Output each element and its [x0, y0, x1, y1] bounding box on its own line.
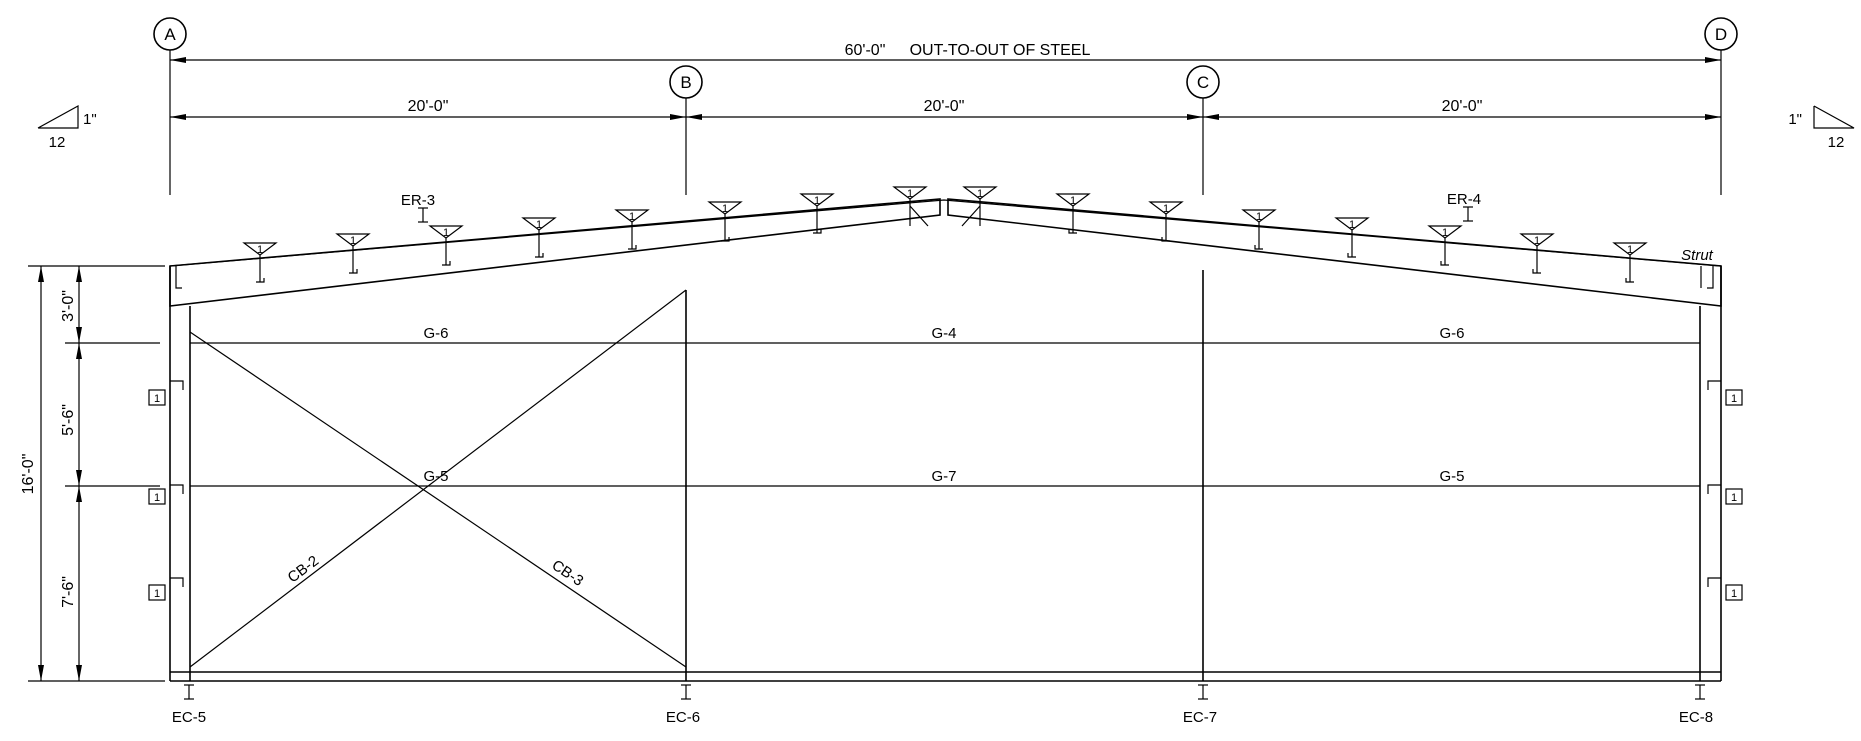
purlin-marker: 1 [614, 209, 650, 250]
base-line [170, 671, 1721, 682]
grid-extension-lines [169, 50, 1722, 195]
eave-strut-left [175, 266, 182, 289]
svg-text:1: 1 [1349, 219, 1355, 231]
rafter-label-er3: ER-3 [401, 192, 435, 209]
height-dimension-3: 7'-6" [60, 576, 77, 608]
rafter-mark-er4: ER-4 [1447, 191, 1481, 222]
svg-text:1: 1 [1731, 588, 1737, 600]
purlin-marker: 1 [521, 217, 557, 258]
svg-text:1: 1 [154, 492, 160, 504]
purlin-marker: 1 [428, 225, 464, 266]
overall-dimension-note: OUT-TO-OUT OF STEEL [910, 42, 1091, 59]
rafter-right [947, 198, 1722, 307]
purlin-marker: 1 [961, 186, 998, 227]
girt-label: G-6 [423, 325, 448, 342]
purlin-marker: 1 [1334, 217, 1370, 258]
svg-text:1: 1 [722, 203, 728, 215]
girt-label: G-7 [931, 468, 956, 485]
height-dimension-2: 5'-6" [60, 404, 77, 436]
purlin-marker: 1 [707, 201, 743, 242]
purlins-right: 1 1 1 1 1 1 1 1 [961, 186, 1648, 283]
grid-bubble-a: A [153, 17, 187, 51]
svg-text:1: 1 [1534, 235, 1540, 247]
purlin-marker: 1 [892, 186, 929, 227]
purlin-marker: 1 [242, 242, 278, 283]
column-mark-ec8: EC-8 [1679, 684, 1713, 726]
svg-text:1: 1 [1256, 211, 1262, 223]
column-mark-ec5: EC-5 [172, 684, 206, 726]
slope-left-rise: 1" [83, 111, 97, 128]
vertical-dimensions: 16'-0" 3'-0" 5'-6" 7'-6" [20, 265, 165, 682]
purlin-marker: 1 [799, 193, 835, 234]
bay-dimensions: 20'-0" 20'-0" 20'-0" [170, 98, 1721, 120]
height-dimension-1: 3'-0" [60, 290, 77, 322]
girt-label: G-5 [1439, 468, 1464, 485]
height-dimension-total: 16'-0" [20, 454, 37, 495]
grid-label-a: A [164, 25, 176, 44]
svg-text:1: 1 [1070, 195, 1076, 207]
svg-text:1: 1 [443, 227, 449, 239]
purlin-marker: 1 [1055, 193, 1091, 234]
grid-bubble-d: D [1704, 17, 1738, 51]
svg-text:1: 1 [1442, 227, 1448, 239]
purlins-left: 1 1 1 1 1 1 1 1 [242, 186, 929, 283]
svg-text:1: 1 [814, 195, 820, 207]
rafter-label-er4: ER-4 [1447, 191, 1481, 208]
grid-label-d: D [1715, 25, 1727, 44]
grid-label-b: B [680, 73, 691, 92]
eave-strut-right [1700, 266, 1714, 289]
slope-right-rise: 1" [1788, 111, 1802, 128]
rafter-mark-er3: ER-3 [401, 192, 435, 223]
svg-text:1: 1 [257, 244, 263, 256]
column-label-ec5: EC-5 [172, 709, 206, 726]
svg-text:1: 1 [536, 219, 542, 231]
overall-dimension: 60'-0" OUT-TO-OUT OF STEEL [170, 42, 1721, 63]
purlin-marker: 1 [1241, 209, 1277, 250]
girt-markers-left: 1 1 1 [148, 380, 184, 601]
bay-dimension-3: 20'-0" [1442, 98, 1483, 115]
column-label-ec7: EC-7 [1183, 709, 1217, 726]
slope-right-run: 12 [1828, 134, 1845, 151]
rafter-left [169, 198, 941, 307]
overall-dimension-value: 60'-0" [845, 42, 886, 59]
slope-symbol-left: 1" 12 [37, 104, 97, 151]
svg-text:1: 1 [154, 393, 160, 405]
column-label-ec6: EC-6 [666, 709, 700, 726]
purlin-marker: 1 [1427, 225, 1463, 266]
svg-text:1: 1 [350, 235, 356, 247]
grid-bubble-b: B [669, 65, 703, 99]
svg-text:1: 1 [977, 188, 983, 200]
bay-dimension-1: 20'-0" [408, 98, 449, 115]
column-mark-ec6: EC-6 [666, 684, 700, 726]
strut-label: Strut [1681, 247, 1714, 264]
column-mark-ec7: EC-7 [1183, 684, 1217, 726]
grid-label-c: C [1197, 73, 1209, 92]
slope-left-run: 12 [49, 134, 66, 151]
purlin-marker: 1 [1612, 242, 1648, 283]
girt-markers-right: 1 1 1 [1707, 380, 1743, 601]
svg-text:1: 1 [629, 211, 635, 223]
slope-symbol-right: 1" 12 [1788, 105, 1855, 151]
svg-text:1: 1 [1627, 244, 1633, 256]
svg-text:1: 1 [154, 588, 160, 600]
svg-text:1: 1 [1731, 492, 1737, 504]
girt-label: G-6 [1439, 325, 1464, 342]
corner-column-left [169, 306, 191, 681]
purlin-marker: 1 [1519, 233, 1555, 274]
roof-line [169, 199, 1722, 267]
svg-text:1: 1 [1163, 203, 1169, 215]
cross-bracing [189, 289, 687, 668]
svg-text:1: 1 [907, 188, 913, 200]
column-label-ec8: EC-8 [1679, 709, 1713, 726]
bay-dimension-2: 20'-0" [924, 98, 965, 115]
girt-label: G-4 [931, 325, 956, 342]
grid-bubble-c: C [1186, 65, 1220, 99]
purlin-marker: 1 [335, 233, 371, 274]
purlin-marker: 1 [1148, 201, 1184, 242]
svg-text:1: 1 [1731, 393, 1737, 405]
bracing-label-cb3: CB-3 [549, 557, 587, 590]
girt-label: G-5 [423, 468, 448, 485]
corner-column-right [1699, 306, 1722, 681]
